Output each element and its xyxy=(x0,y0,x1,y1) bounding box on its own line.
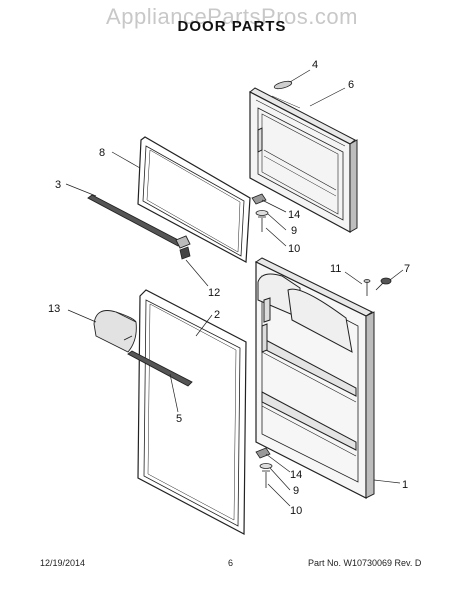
part-12-clip xyxy=(179,246,191,260)
callout-6: 6 xyxy=(348,79,354,91)
watermark: AppliancePartsPros.com xyxy=(106,4,358,29)
callout-4: 4 xyxy=(312,59,318,71)
lower-hinge-hardware xyxy=(255,447,273,488)
part-3-shelf-rail xyxy=(87,194,191,249)
callout-3: 3 xyxy=(55,179,61,191)
footer-part-number: Part No. W10730069 Rev. D xyxy=(308,558,422,568)
footer-page-number: 6 xyxy=(228,558,234,568)
part-8-freezer-gasket xyxy=(137,136,251,263)
callout-8: 8 xyxy=(99,147,105,159)
page-title: DOOR PARTS xyxy=(177,18,287,35)
callout-14-upper: 14 xyxy=(288,209,300,221)
callout-9-lower: 9 xyxy=(293,485,299,497)
callout-13: 13 xyxy=(48,303,60,315)
callout-5: 5 xyxy=(176,413,182,425)
callout-10-lower: 10 xyxy=(290,505,302,517)
freezer-door xyxy=(249,87,358,234)
part-13-dairy-door xyxy=(93,310,137,353)
part-4-door-cap xyxy=(273,80,293,90)
callout-2: 2 xyxy=(214,309,220,321)
footer-date: 12/19/2014 xyxy=(40,558,86,568)
callout-14-lower: 14 xyxy=(290,469,302,481)
callout-1: 1 xyxy=(402,479,408,491)
callout-12: 12 xyxy=(208,287,220,299)
callout-7: 7 xyxy=(404,263,410,275)
callout-numbers: 4 6 8 3 14 9 10 12 11 7 2 13 5 1 14 9 10 xyxy=(48,59,410,517)
callout-10-upper: 10 xyxy=(288,243,300,255)
part-7-screw xyxy=(375,277,392,291)
callout-11: 11 xyxy=(330,263,341,275)
callout-9-upper: 9 xyxy=(291,225,297,237)
fresh-food-door xyxy=(254,257,375,499)
part-5-shelf-rail xyxy=(127,350,193,387)
part-11-screw xyxy=(363,279,371,296)
leader-lines xyxy=(65,69,404,507)
upper-hinge-hardware xyxy=(251,193,269,232)
part-2-fresh-food-gasket xyxy=(137,289,247,535)
